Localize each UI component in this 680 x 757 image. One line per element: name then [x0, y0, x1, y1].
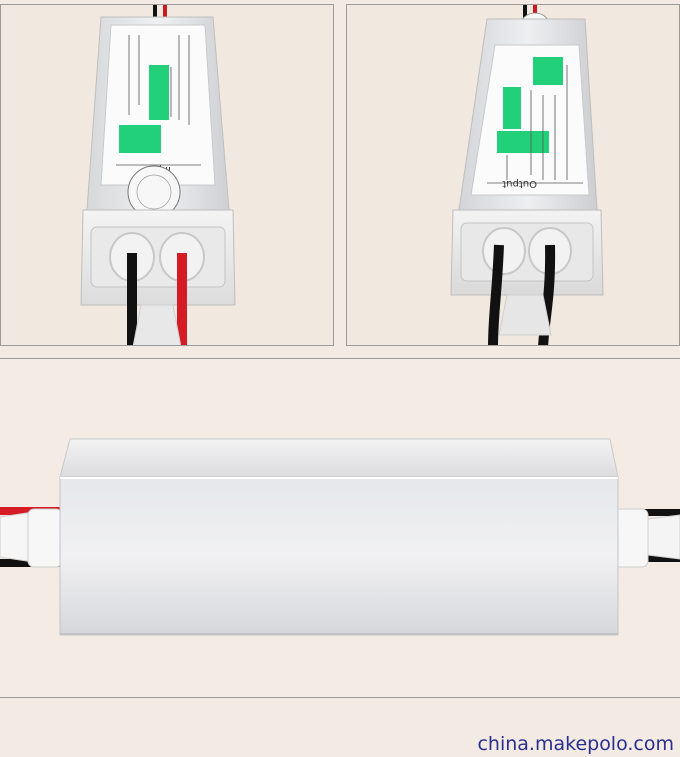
output-label: Output: [502, 178, 537, 189]
black-wire: [127, 253, 137, 345]
side-view-illustration: [0, 438, 680, 636]
red-wire: [177, 253, 187, 345]
photo-input-end: Input: [0, 4, 334, 346]
green-label-block: [119, 125, 161, 153]
input-end-illustration: Input: [80, 5, 236, 345]
photo-side-view: [0, 358, 680, 698]
output-end-illustration: Output: [450, 5, 604, 345]
photo-output-end: Output: [346, 4, 680, 346]
watermark: china.makepolo.com: [477, 733, 674, 755]
green-label-block: [149, 65, 169, 120]
